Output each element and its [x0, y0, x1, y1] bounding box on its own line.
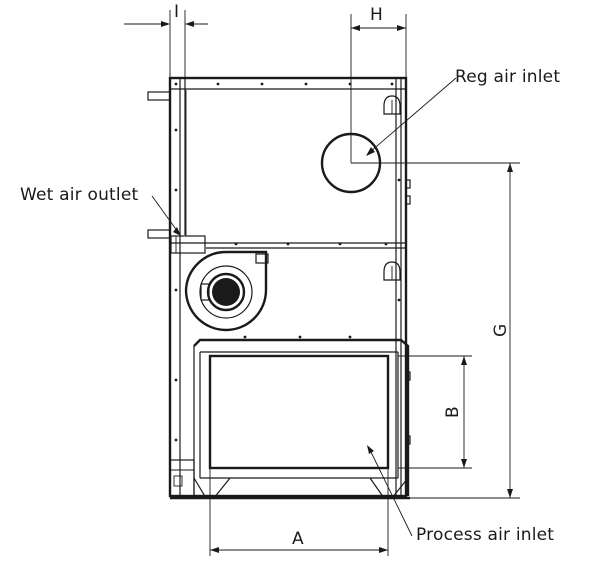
dimension-h: H	[350, 5, 407, 163]
wet-air-outlet-callout: Wet air outlet	[20, 185, 181, 236]
dimension-i-label: I	[174, 2, 179, 22]
dimension-h-label: H	[370, 5, 383, 25]
process-air-inlet-frame	[193, 338, 410, 496]
process-air-inlet-callout: Process air inlet	[367, 445, 554, 545]
reg-air-inlet-label: Reg air inlet	[455, 67, 560, 87]
reg-air-inlet-callout: Reg air inlet	[366, 67, 560, 156]
cabinet-outline	[168, 76, 408, 498]
dimension-g-label: G	[491, 324, 511, 337]
dimension-a-label: A	[292, 529, 304, 549]
blower-fan	[184, 250, 269, 332]
dimension-g: G	[351, 162, 520, 499]
dimension-i: I	[124, 2, 208, 236]
rivets	[174, 82, 401, 442]
wet-air-outlet-block	[170, 235, 206, 254]
dimension-a: A	[209, 468, 389, 556]
dimension-b: B	[398, 355, 472, 469]
wet-air-outlet-label: Wet air outlet	[20, 185, 138, 205]
dimension-b-label: B	[443, 406, 463, 418]
left-pipe-stubs	[147, 91, 171, 239]
process-air-inlet-label: Process air inlet	[416, 525, 554, 545]
base-feet	[169, 459, 410, 500]
